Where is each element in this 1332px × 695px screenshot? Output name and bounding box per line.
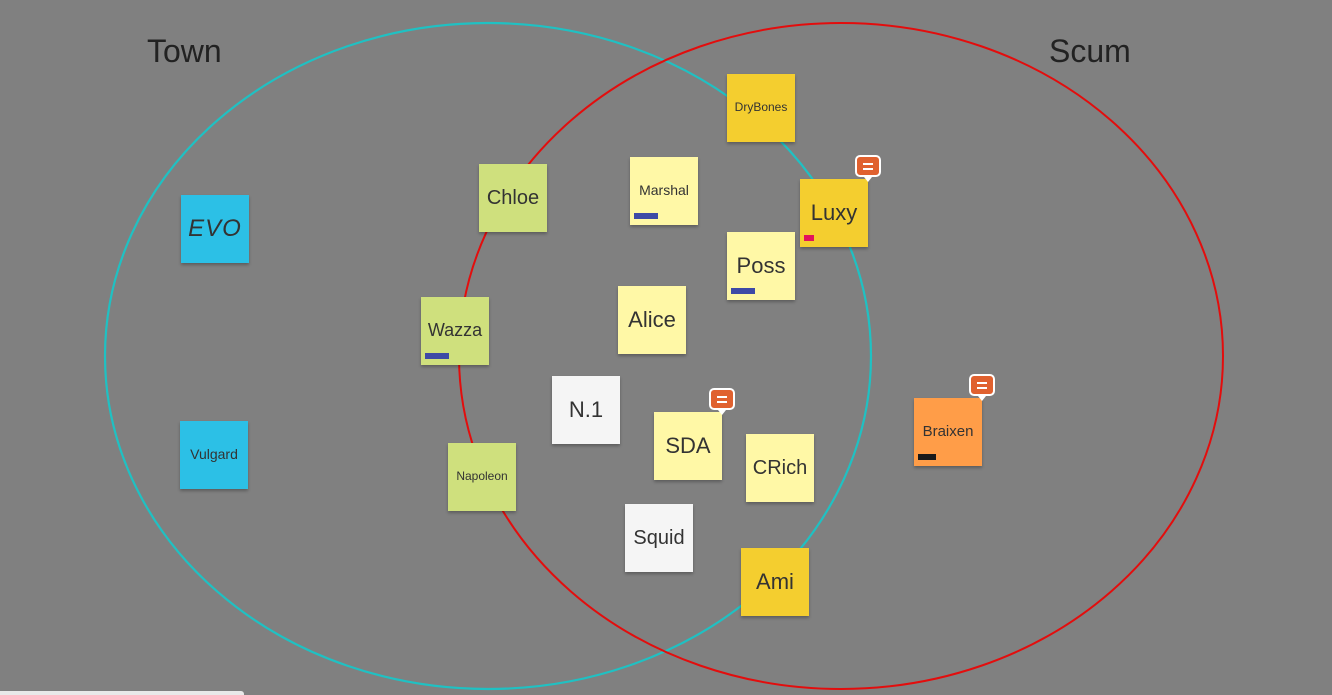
sticky-note-evo[interactable]: EVO	[181, 195, 249, 263]
sticky-note-poss[interactable]: Poss	[727, 232, 795, 300]
sticky-note-drybones[interactable]: DryBones	[727, 74, 795, 142]
sticky-note-crich[interactable]: CRich	[746, 434, 814, 502]
sticky-note-squid[interactable]: Squid	[625, 504, 693, 572]
tag-marker[interactable]	[634, 213, 658, 219]
sticky-note-braixen[interactable]: Braixen	[914, 398, 982, 466]
town-circle	[103, 21, 873, 691]
sticky-note-label: Napoleon	[456, 469, 508, 484]
sticky-note-label: Ami	[756, 568, 794, 594]
sticky-note-label: Braixen	[922, 422, 974, 440]
scum-label: Scum	[1049, 33, 1131, 69]
sticky-note-label: DryBones	[734, 100, 788, 115]
sticky-note-label: Alice	[628, 306, 676, 332]
sticky-note-chloe[interactable]: Chloe	[479, 164, 547, 232]
sticky-note-label: Wazza	[427, 320, 483, 341]
scum-circle	[458, 22, 1224, 690]
comment-icon[interactable]	[969, 374, 995, 401]
town-label: Town	[147, 33, 222, 69]
sticky-note-napoleon[interactable]: Napoleon	[448, 443, 516, 511]
sticky-note-wazza[interactable]: Wazza	[421, 297, 489, 365]
horizontal-scrollbar[interactable]	[0, 691, 244, 695]
tag-marker[interactable]	[731, 288, 755, 294]
sticky-note-label: Vulgard	[190, 446, 238, 463]
sticky-note-label: Squid	[633, 527, 685, 549]
sticky-note-label: N.1	[568, 396, 604, 422]
comment-lines-glyph	[863, 162, 873, 170]
sticky-note-vulgard[interactable]: Vulgard	[180, 421, 248, 489]
sticky-note-ami[interactable]: Ami	[741, 548, 809, 616]
sticky-note-sda[interactable]: SDA	[654, 412, 722, 480]
sticky-note-n1[interactable]: N.1	[552, 376, 620, 444]
sticky-note-label: SDA	[665, 432, 711, 458]
sticky-note-marshal[interactable]: Marshal	[630, 157, 698, 225]
sticky-note-label: Marshal	[639, 182, 689, 199]
tag-marker[interactable]	[804, 235, 814, 241]
sticky-note-luxy[interactable]: Luxy	[800, 179, 868, 247]
sticky-note-label: Luxy	[810, 199, 858, 225]
sticky-note-label: Chloe	[486, 187, 540, 209]
tag-marker[interactable]	[918, 454, 936, 460]
tag-marker[interactable]	[425, 353, 449, 359]
comment-icon[interactable]	[855, 155, 881, 182]
sticky-note-label: CRich	[752, 457, 808, 479]
sticky-note-label: Poss	[736, 252, 786, 278]
comment-lines-glyph	[717, 395, 727, 403]
comment-icon[interactable]	[709, 388, 735, 415]
comment-lines-glyph	[977, 381, 987, 389]
sticky-note-alice[interactable]: Alice	[618, 286, 686, 354]
sticky-note-label: EVO	[188, 214, 242, 242]
